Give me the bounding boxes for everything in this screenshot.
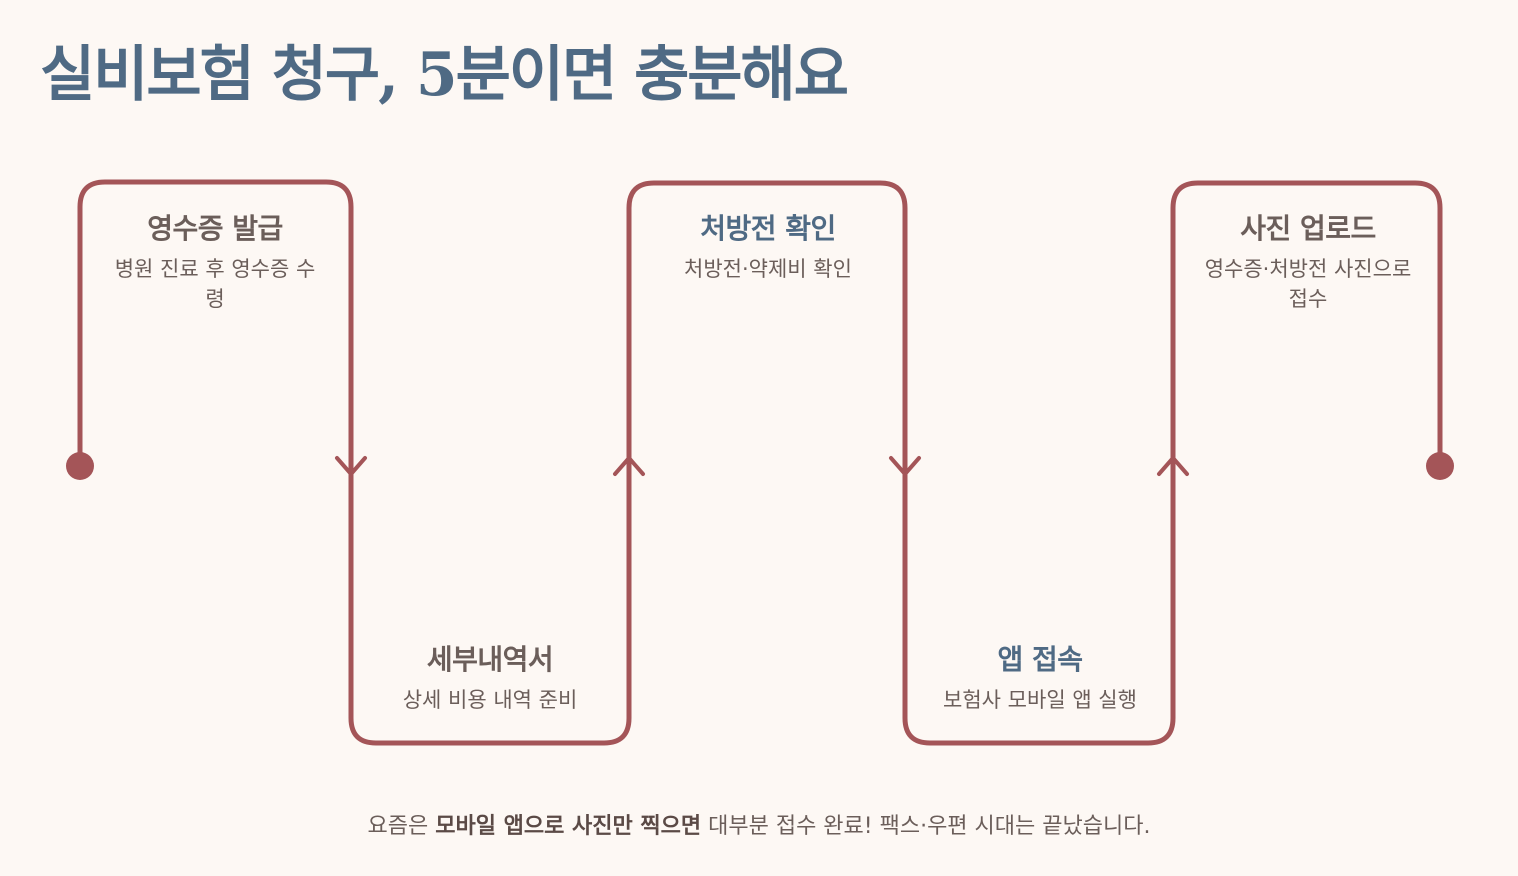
arrow-up-icon (1157, 456, 1189, 476)
step-description: 보험사 모바일 앱 실행 (943, 688, 1137, 712)
footer-suffix: 대부분 접수 완료! 팩스·우편 시대는 끝났습니다. (701, 814, 1151, 839)
step-description: 영수증·처방전 사진으로 접수 (1204, 257, 1412, 311)
step-title: 사진 업로드 (1240, 212, 1376, 245)
step-photo-upload: 사진 업로드 영수증·처방전 사진으로 접수 (1198, 212, 1418, 314)
step-title: 앱 접속 (997, 643, 1083, 676)
step-app-access: 앱 접속 보험사 모바일 앱 실행 (920, 643, 1160, 715)
arrow-down-icon (889, 456, 921, 476)
step-title: 영수증 발급 (147, 212, 283, 245)
step-description: 처방전·약제비 확인 (684, 257, 852, 281)
step-title: 처방전 확인 (700, 212, 836, 245)
start-dot (66, 452, 94, 480)
step-title: 세부내역서 (426, 643, 554, 676)
footer-highlight: 모바일 앱으로 사진만 찍으면 (435, 814, 702, 839)
footer-prefix: 요즘은 (367, 814, 436, 839)
step-description: 상세 비용 내역 준비 (402, 688, 578, 712)
arrow-up-icon (613, 456, 645, 476)
arrow-down-icon (335, 456, 367, 476)
flow-path (77, 179, 1443, 746)
page-title: 실비보험 청구, 5분이면 충분해요 (40, 40, 849, 110)
footer-note: 요즘은 모바일 앱으로 사진만 찍으면 대부분 접수 완료! 팩스·우편 시대는… (0, 808, 1518, 840)
step-receipt: 영수증 발급 병원 진료 후 영수증 수령 (108, 212, 322, 314)
step-detail-statement: 세부내역서 상세 비용 내역 준비 (370, 643, 610, 715)
step-prescription: 처방전 확인 처방전·약제비 확인 (652, 212, 884, 284)
end-dot (1426, 452, 1454, 480)
step-description: 병원 진료 후 영수증 수령 (114, 257, 316, 311)
